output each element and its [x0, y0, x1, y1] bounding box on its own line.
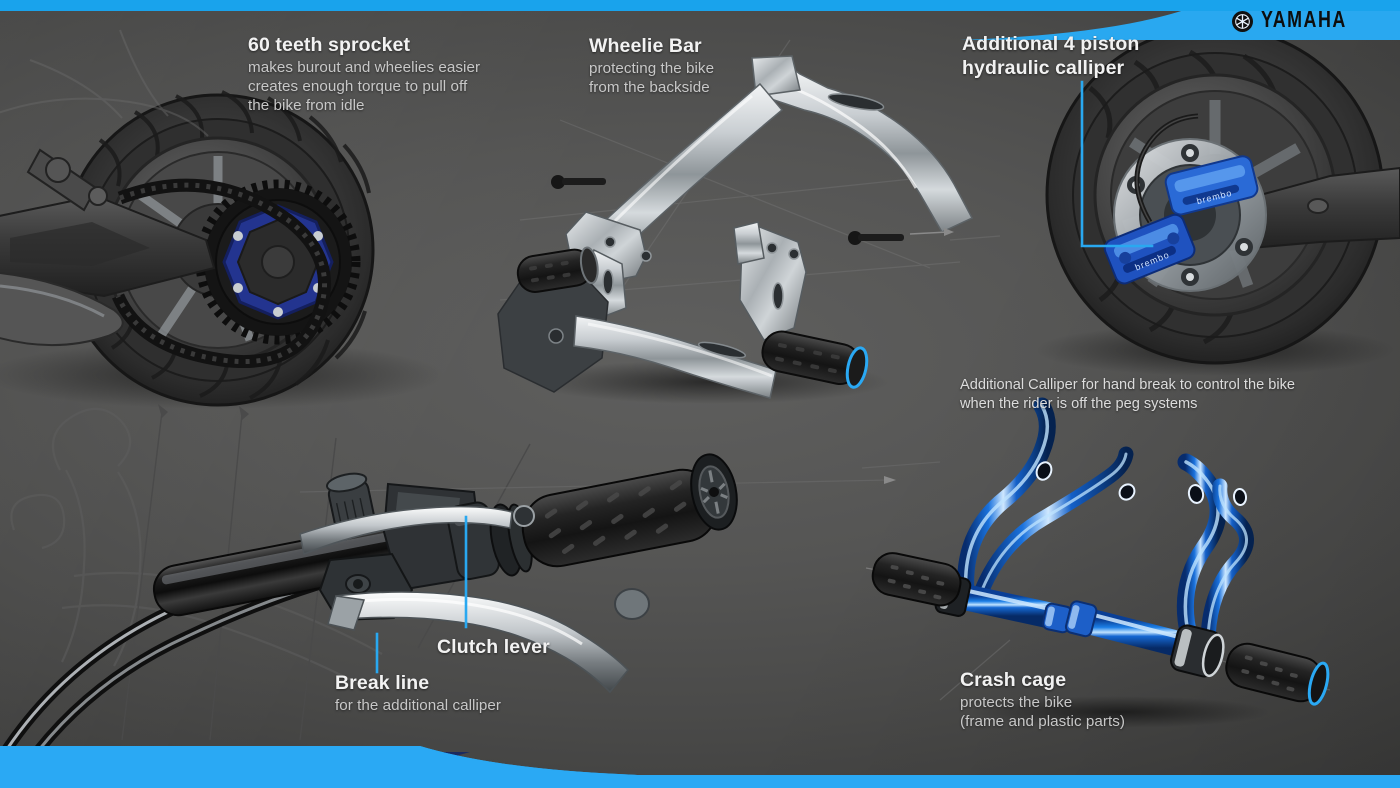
note-caliper: Additional Calliper for hand break to co…	[960, 376, 1295, 414]
callout-caliper-title-2: hydraulic calliper	[962, 56, 1125, 79]
callout-sprocket-line-3: the bike from idle	[248, 97, 365, 115]
callout-wheelie-bar: Wheelie Bar protecting the bike from the…	[589, 35, 714, 97]
bolt-right	[848, 231, 904, 245]
svg-text:brembo: brembo	[1196, 188, 1234, 207]
callout-crash-cage-title: Crash cage	[960, 669, 1067, 691]
illustration-wheelie-bar	[497, 39, 1001, 404]
callout-sprocket-title: 60 teeth sprocket	[248, 34, 411, 56]
callout-crash-cage: Crash cage protects the bike (frame and …	[960, 669, 1125, 731]
yamaha-logo: YAMAHA	[1231, 7, 1352, 34]
bolt-left	[551, 175, 606, 189]
illustration-handlebar-levers	[0, 404, 896, 788]
callout-crash-cage-line-1: protects the bike	[960, 693, 1073, 711]
callout-sprocket: 60 teeth sprocket makes burout and wheel…	[248, 34, 480, 115]
svg-text:brembo: brembo	[1133, 249, 1171, 272]
yamaha-tuning-fork-icon	[1231, 10, 1253, 32]
callout-wheelie-bar-title: Wheelie Bar	[589, 35, 702, 57]
note-caliper-line-2: when the rider is off the peg systems	[960, 395, 1198, 412]
callout-break-line: Break line for the additional calliper	[335, 672, 501, 715]
callout-wheelie-bar-line-2: from the backside	[589, 78, 710, 96]
callout-break-line-sub: for the additional calliper	[335, 696, 501, 714]
callout-sprocket-line-2: creates enough torque to pull off	[248, 77, 468, 95]
yamaha-wordmark: YAMAHA	[1260, 7, 1347, 34]
callout-clutch-lever: Clutch lever	[437, 636, 550, 660]
callout-caliper: Additional 4 piston hydraulic calliper	[962, 33, 1139, 81]
callout-wheelie-bar-line-1: protecting the bike	[589, 59, 715, 77]
callout-crash-cage-line-2: (frame and plastic parts)	[960, 712, 1125, 730]
callout-clutch-lever-title: Clutch lever	[437, 636, 550, 658]
leader-line-caliper	[1080, 80, 1154, 248]
callout-caliper-title: Additional 4 piston	[962, 33, 1140, 55]
note-caliper-line-1: Additional Calliper for hand break to co…	[960, 377, 1296, 393]
callout-break-line-title: Break line	[335, 672, 430, 694]
callout-sprocket-line-1: makes burout and wheelies easier	[248, 58, 481, 76]
